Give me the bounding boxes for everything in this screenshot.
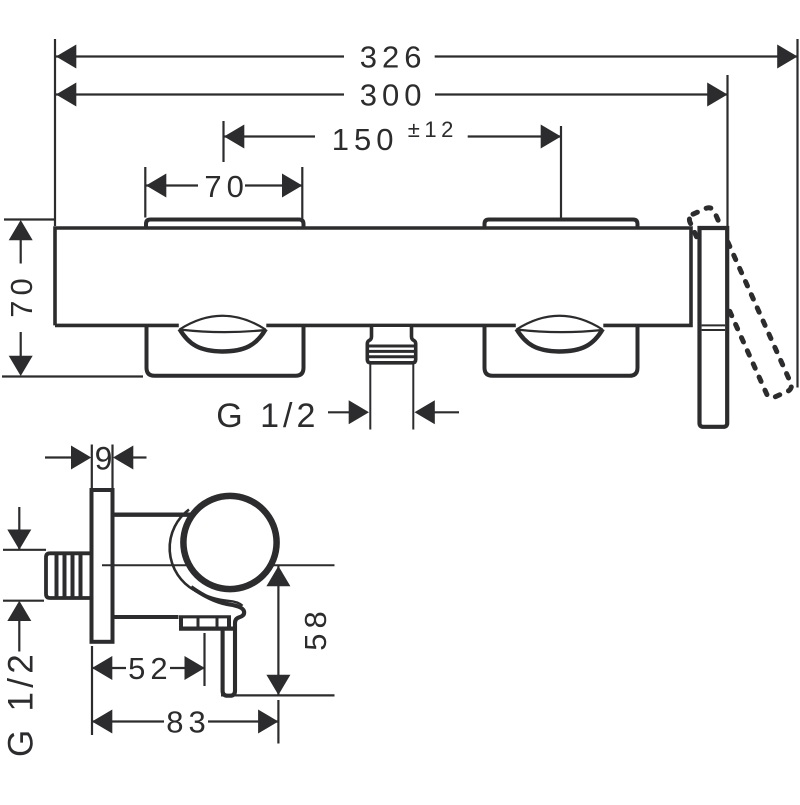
svg-text:83: 83 <box>166 705 210 740</box>
svg-text:±12: ±12 <box>408 117 458 142</box>
svg-text:70: 70 <box>4 273 39 317</box>
svg-text:300: 300 <box>360 78 427 113</box>
svg-text:G 1/2: G 1/2 <box>1 650 40 757</box>
svg-text:58: 58 <box>298 606 333 650</box>
svg-text:9: 9 <box>95 440 113 476</box>
svg-text:150: 150 <box>332 122 399 157</box>
svg-text:326: 326 <box>360 40 427 75</box>
svg-text:G 1/2: G 1/2 <box>216 397 319 435</box>
svg-text:70: 70 <box>204 169 248 204</box>
svg-text:52: 52 <box>128 651 172 686</box>
